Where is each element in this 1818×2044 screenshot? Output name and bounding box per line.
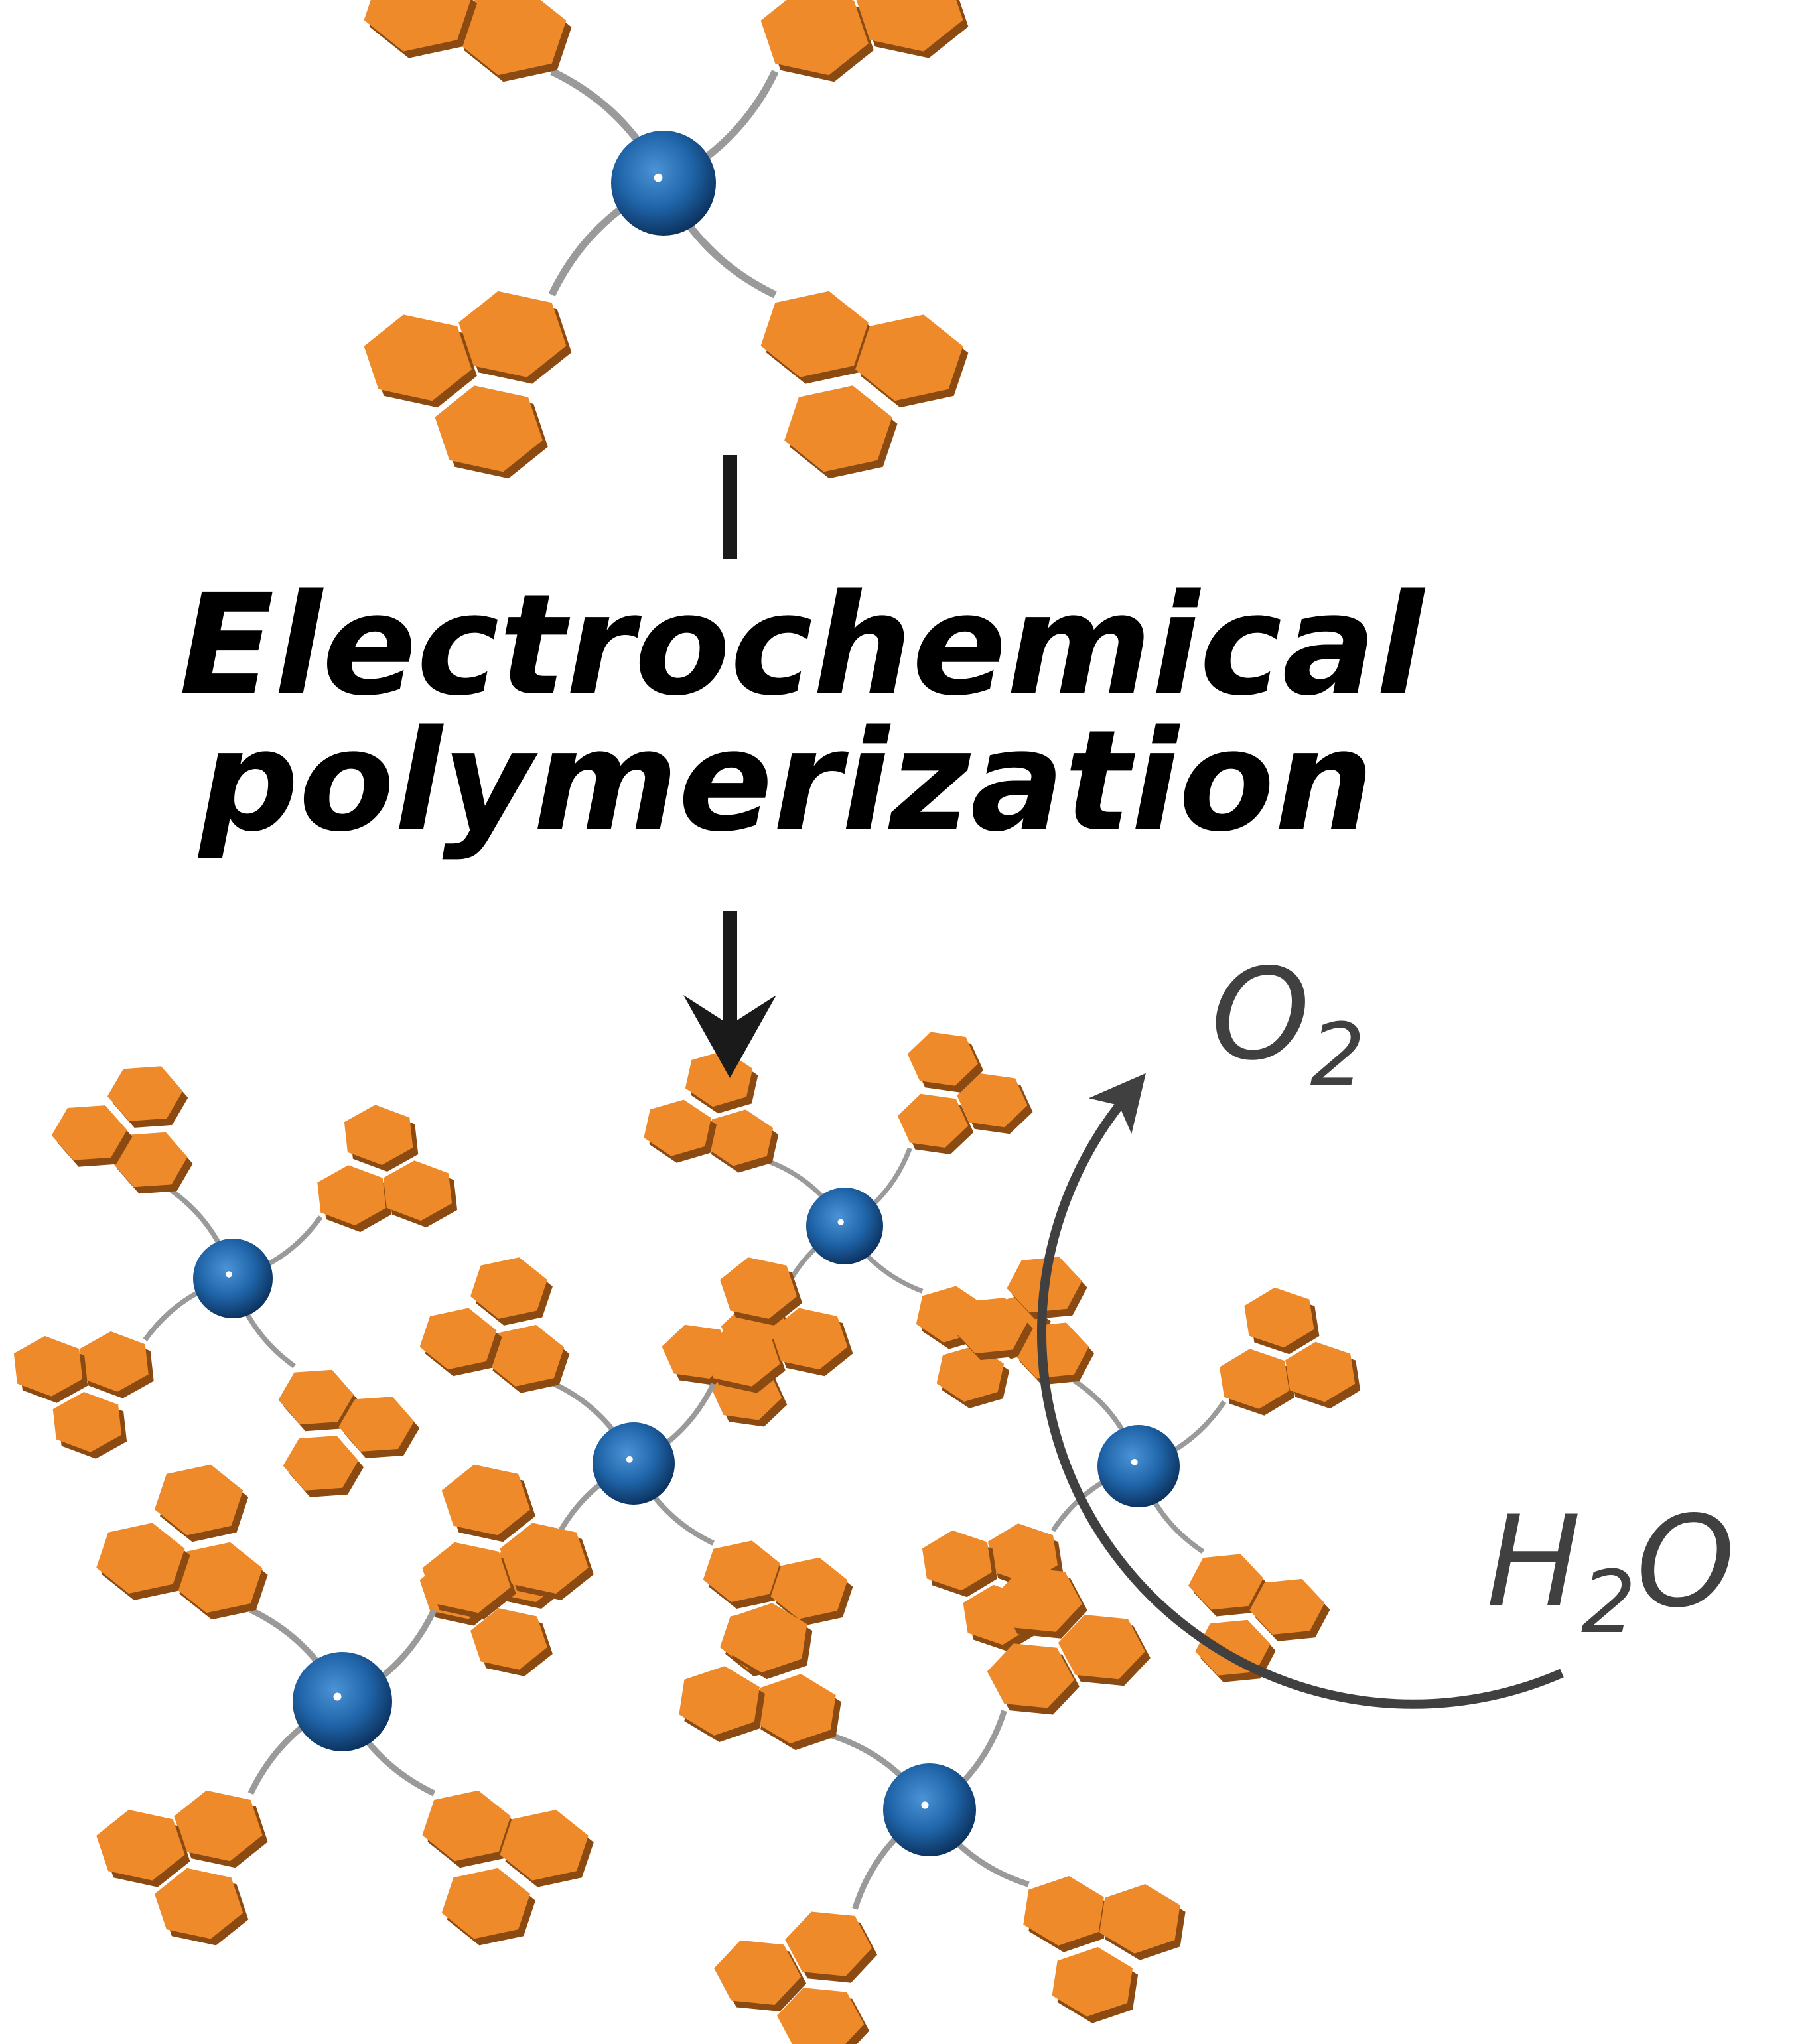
aromatic-arm	[422, 1464, 594, 1620]
aromatic-arm	[679, 1603, 841, 1751]
metal-core	[1097, 1425, 1180, 1507]
aromatic-arm	[96, 1790, 268, 1946]
water-hydrogen: H	[1486, 1489, 1581, 1635]
aromatic-arm	[278, 1369, 420, 1497]
aromatic-arm	[897, 1032, 1033, 1154]
aromatic-arm	[51, 1066, 193, 1194]
metal-core	[293, 1652, 392, 1751]
aromatic-arm	[714, 1911, 878, 2044]
aromatic-arm	[952, 1257, 1095, 1385]
aromatic-arm	[703, 1257, 853, 1393]
metal-core	[593, 1422, 675, 1505]
metal-core	[883, 1763, 976, 1856]
reaction-arrow-head-icon	[683, 995, 776, 1078]
molecule-layer	[13, 0, 1361, 2044]
aromatic-arm	[364, 291, 572, 479]
aromatic-arm	[760, 291, 969, 479]
aromatic-arm	[13, 1331, 154, 1459]
aromatic-arm	[419, 1257, 570, 1393]
metal-core	[611, 131, 716, 236]
oxygen-subscript: 2	[1310, 1004, 1365, 1105]
water-label: H2O	[1486, 1489, 1735, 1653]
polymer-unit	[644, 1032, 1051, 1427]
aromatic-arm	[1188, 1554, 1330, 1682]
aromatic-arm	[364, 0, 572, 82]
polymer-unit	[13, 1066, 458, 1497]
polymer-unit	[679, 1567, 1186, 2044]
oxidation-arrow	[1036, 1073, 1564, 1709]
aromatic-arm	[760, 0, 969, 82]
aromatic-arm	[96, 1464, 268, 1620]
water-oxygen: O	[1636, 1489, 1736, 1635]
aromatic-arm	[1023, 1875, 1186, 2023]
aromatic-arm	[1220, 1287, 1361, 1416]
aromatic-arm	[317, 1105, 458, 1233]
aromatic-arm	[987, 1567, 1151, 1715]
polymer-unit	[922, 1257, 1361, 1682]
oxygen-symbol: O	[1211, 941, 1310, 1088]
process-label-line2: polymerization	[197, 700, 1373, 862]
monomer	[364, 0, 969, 479]
water-subscript: 2	[1581, 1552, 1636, 1653]
polymer-unit	[96, 1464, 594, 1946]
aromatic-arm	[422, 1790, 594, 1946]
metal-core	[806, 1188, 883, 1264]
metal-core	[193, 1239, 273, 1318]
aromatic-arm	[644, 1050, 779, 1173]
oxygen-label: O2	[1211, 941, 1365, 1105]
process-label-line1: Electrochemical	[179, 564, 1426, 726]
